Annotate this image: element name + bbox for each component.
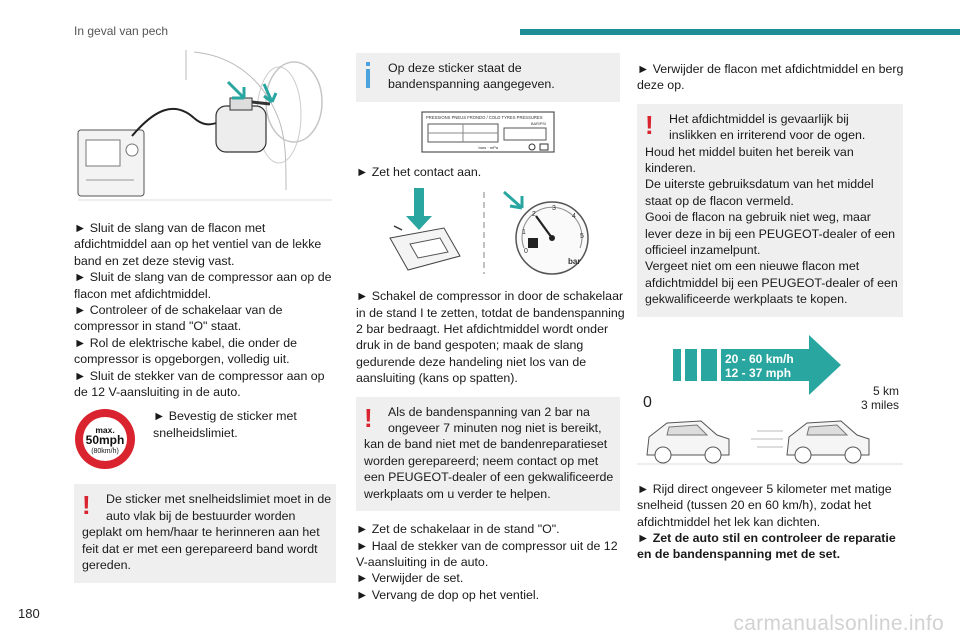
column-3: ► Verwijder de flacon met afdichtmiddel … — [637, 40, 903, 563]
gauge-tick-3: 3 — [552, 205, 556, 212]
step-attach-sticker: ► Bevestig de sticker met snelheidslimie… — [153, 409, 297, 440]
step-connect-flacon: ► Sluit de slang van de flacon met afdic… — [74, 221, 322, 268]
sticker-mph-label: 50mph — [86, 433, 125, 447]
step-plug-in: ► Sluit de stekker van de compressor aan… — [74, 368, 325, 400]
warning-icon: ! — [645, 109, 654, 140]
sticker-kmh-label: (80km/h) — [91, 448, 119, 455]
step-remove-flacon: ► Verwijder de flacon met afdichtmiddel … — [637, 62, 904, 93]
watermark: carmanualsonline.info — [733, 612, 944, 635]
sticker-max-label: max. — [95, 425, 114, 435]
gauge-tick-5: 5 — [580, 233, 584, 240]
pressure-label-title: PRESSIONS PNEUS FRONDO / COLD TYRES PRES… — [426, 115, 543, 120]
warning-icon: ! — [364, 402, 373, 433]
drive-sign-miles: 3 miles — [861, 398, 899, 412]
gauge-tick-1: 1 — [522, 229, 526, 236]
warning-box-sealant: ! Het afdichtmiddel is gevaarlijk bij in… — [637, 103, 903, 317]
drive-sign-mph: 12 - 37 mph — [725, 366, 791, 380]
car-left — [646, 420, 730, 464]
info-icon — [366, 62, 370, 88]
car-right — [751, 420, 870, 464]
header-accent-bar — [520, 29, 960, 35]
warning-icon: ! — [82, 490, 91, 521]
step-check-switch: ► Controleer of de schakelaar van de com… — [74, 303, 283, 334]
pressure-label-sub: BAR/PSI — [531, 122, 546, 126]
compressor-switch-gauge-illustration: 0 1 2 3 4 5 bar — [389, 188, 589, 275]
pressure-label-units: bars · mPa — [478, 145, 498, 150]
gauge-tick-4: 4 — [572, 213, 576, 220]
gauge-tick-2: 2 — [532, 211, 536, 218]
speed-limit-sticker: max. 50mph (80km/h) — [75, 409, 135, 470]
drive-speed-illustration: 20 - 60 km/h 12 - 37 mph 0 5 km 3 miles — [637, 334, 903, 465]
info-box-sticker: Op deze sticker staat de bandenspanning … — [356, 53, 620, 102]
step-unroll-cable: ► Rol de elektrische kabel, die onder de… — [74, 335, 298, 367]
step-contact-on: ► Zet het contact aan. — [356, 164, 482, 179]
step-drive: ► Rijd direct ongeveer 5 kilometer met m… — [637, 481, 896, 562]
gauge-unit: bar — [568, 257, 580, 266]
warning-box-sticker: ! De sticker met snelheidslimiet moet in… — [74, 484, 336, 583]
drive-sign-start: 0 — [643, 394, 652, 411]
column-2: Op deze sticker staat de bandenspanning … — [356, 40, 625, 603]
step-switch-on: ► Schakel de compressor in door de schak… — [356, 289, 625, 386]
page-header-title: In geval van pech — [74, 24, 169, 38]
compressor-illustration — [77, 50, 332, 201]
warning-box-pressure: ! Als de bandenspanning van 2 bar na ong… — [356, 396, 620, 512]
drive-sign-kmh: 20 - 60 km/h — [725, 352, 794, 366]
step-list-final: ► Zet de schakelaar in de stand "O". ► H… — [356, 522, 618, 602]
step-list-1: ► Sluit de slang van de flacon met afdic… — [74, 220, 336, 400]
column-1: ► Sluit de slang van de flacon met afdic… — [74, 40, 336, 583]
tyre-pressure-label-illustration: PRESSIONS PNEUS FRONDO / COLD TYRES PRES… — [421, 111, 555, 153]
gauge-tick-0: 0 — [524, 248, 528, 255]
page-number: 180 — [18, 606, 40, 621]
sticker-row: max. 50mph (80km/h) ► Bevestig de sticke… — [74, 406, 336, 480]
drive-sign-km: 5 km — [873, 384, 899, 398]
step-connect-compressor: ► Sluit de slang van de compressor aan o… — [74, 270, 332, 301]
